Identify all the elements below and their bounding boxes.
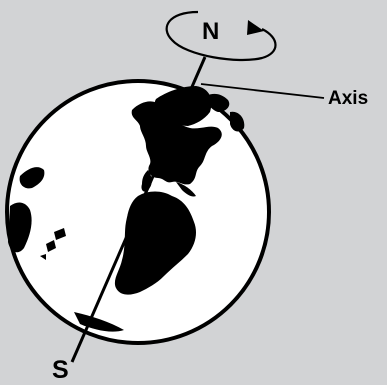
south-pole-label: S <box>52 358 69 383</box>
axis-label: Axis <box>328 89 368 108</box>
north-pole-label: N <box>202 20 219 44</box>
rotation-arrow-icon <box>167 12 276 60</box>
